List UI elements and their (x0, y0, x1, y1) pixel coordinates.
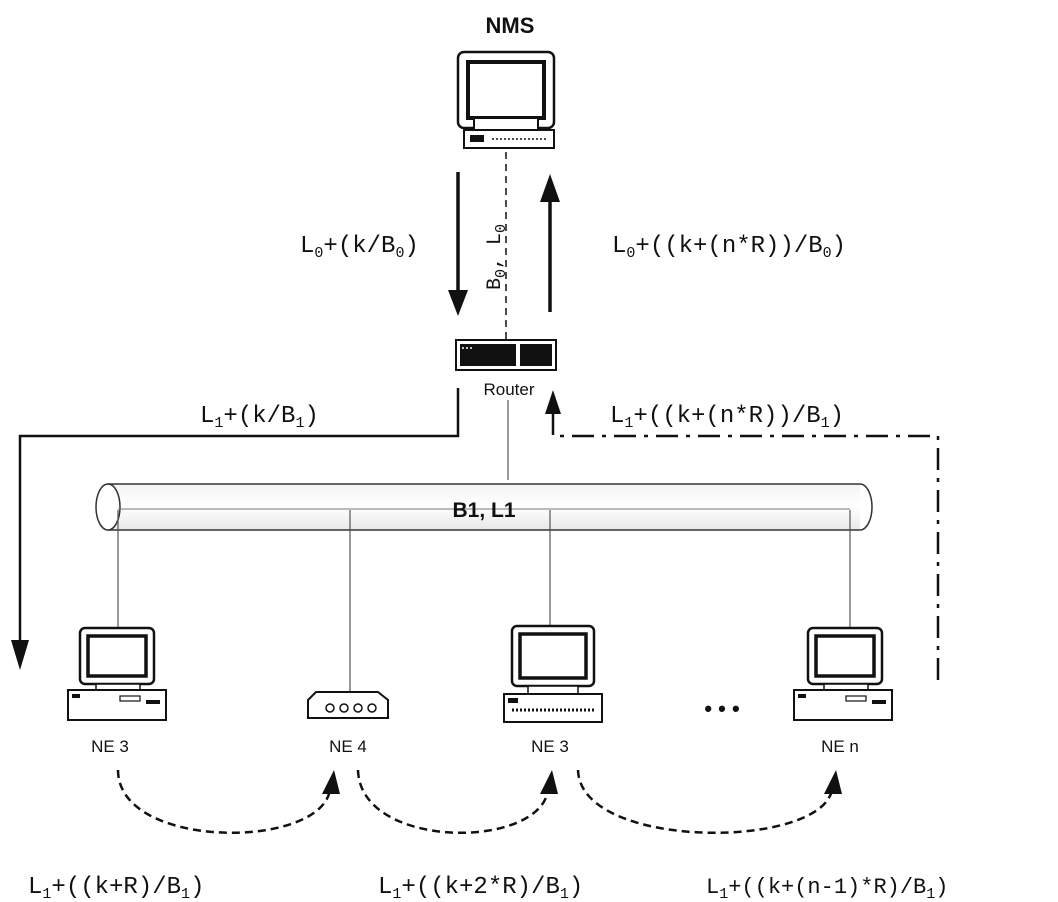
arrow-up-icon (322, 770, 340, 794)
formula-down-nms: L0+(k/B0) (300, 233, 419, 262)
nms-title: NMS (486, 13, 535, 38)
ne-computer-icon (794, 628, 892, 720)
node-label: NE n (821, 737, 859, 756)
ne-computer-icon (504, 626, 602, 722)
router-icon (456, 340, 556, 370)
arrow-down-icon (11, 640, 29, 670)
formula-up-nms: L0+((k+(n*R))/B0) (612, 233, 846, 262)
hop-arrow (358, 770, 548, 833)
ellipsis: • • • (704, 696, 739, 721)
nms-computer-icon (458, 52, 554, 148)
formula-hop-2: L1+((k+2*R)/B1) (378, 874, 583, 902)
link-top-label: B0, L0 (484, 224, 510, 290)
arrow-up-icon (540, 174, 560, 202)
arrow-down-icon (448, 290, 468, 316)
ne-computer-icon (68, 628, 166, 720)
router-label: Router (483, 380, 534, 399)
bus-label: B1, L1 (452, 499, 515, 522)
formula-hop-1: L1+((k+R)/B1) (28, 874, 204, 902)
arrow-up-icon (824, 770, 842, 794)
hop-arrow (118, 770, 330, 833)
formula-hop-3: L1+((k+(n-1)*R)/B1) (706, 875, 948, 902)
formula-down-router: L1+(k/B1) (200, 403, 319, 432)
arrow-up-icon (545, 390, 561, 414)
hop-arrow (578, 770, 832, 833)
node-label: NE 3 (91, 737, 129, 756)
node-label: NE 3 (531, 737, 569, 756)
formula-up-router: L1+((k+(n*R))/B1) (610, 403, 844, 432)
node-label: NE 4 (329, 737, 367, 756)
ne-modem-icon (308, 692, 388, 718)
arrow-up-icon (540, 770, 558, 794)
